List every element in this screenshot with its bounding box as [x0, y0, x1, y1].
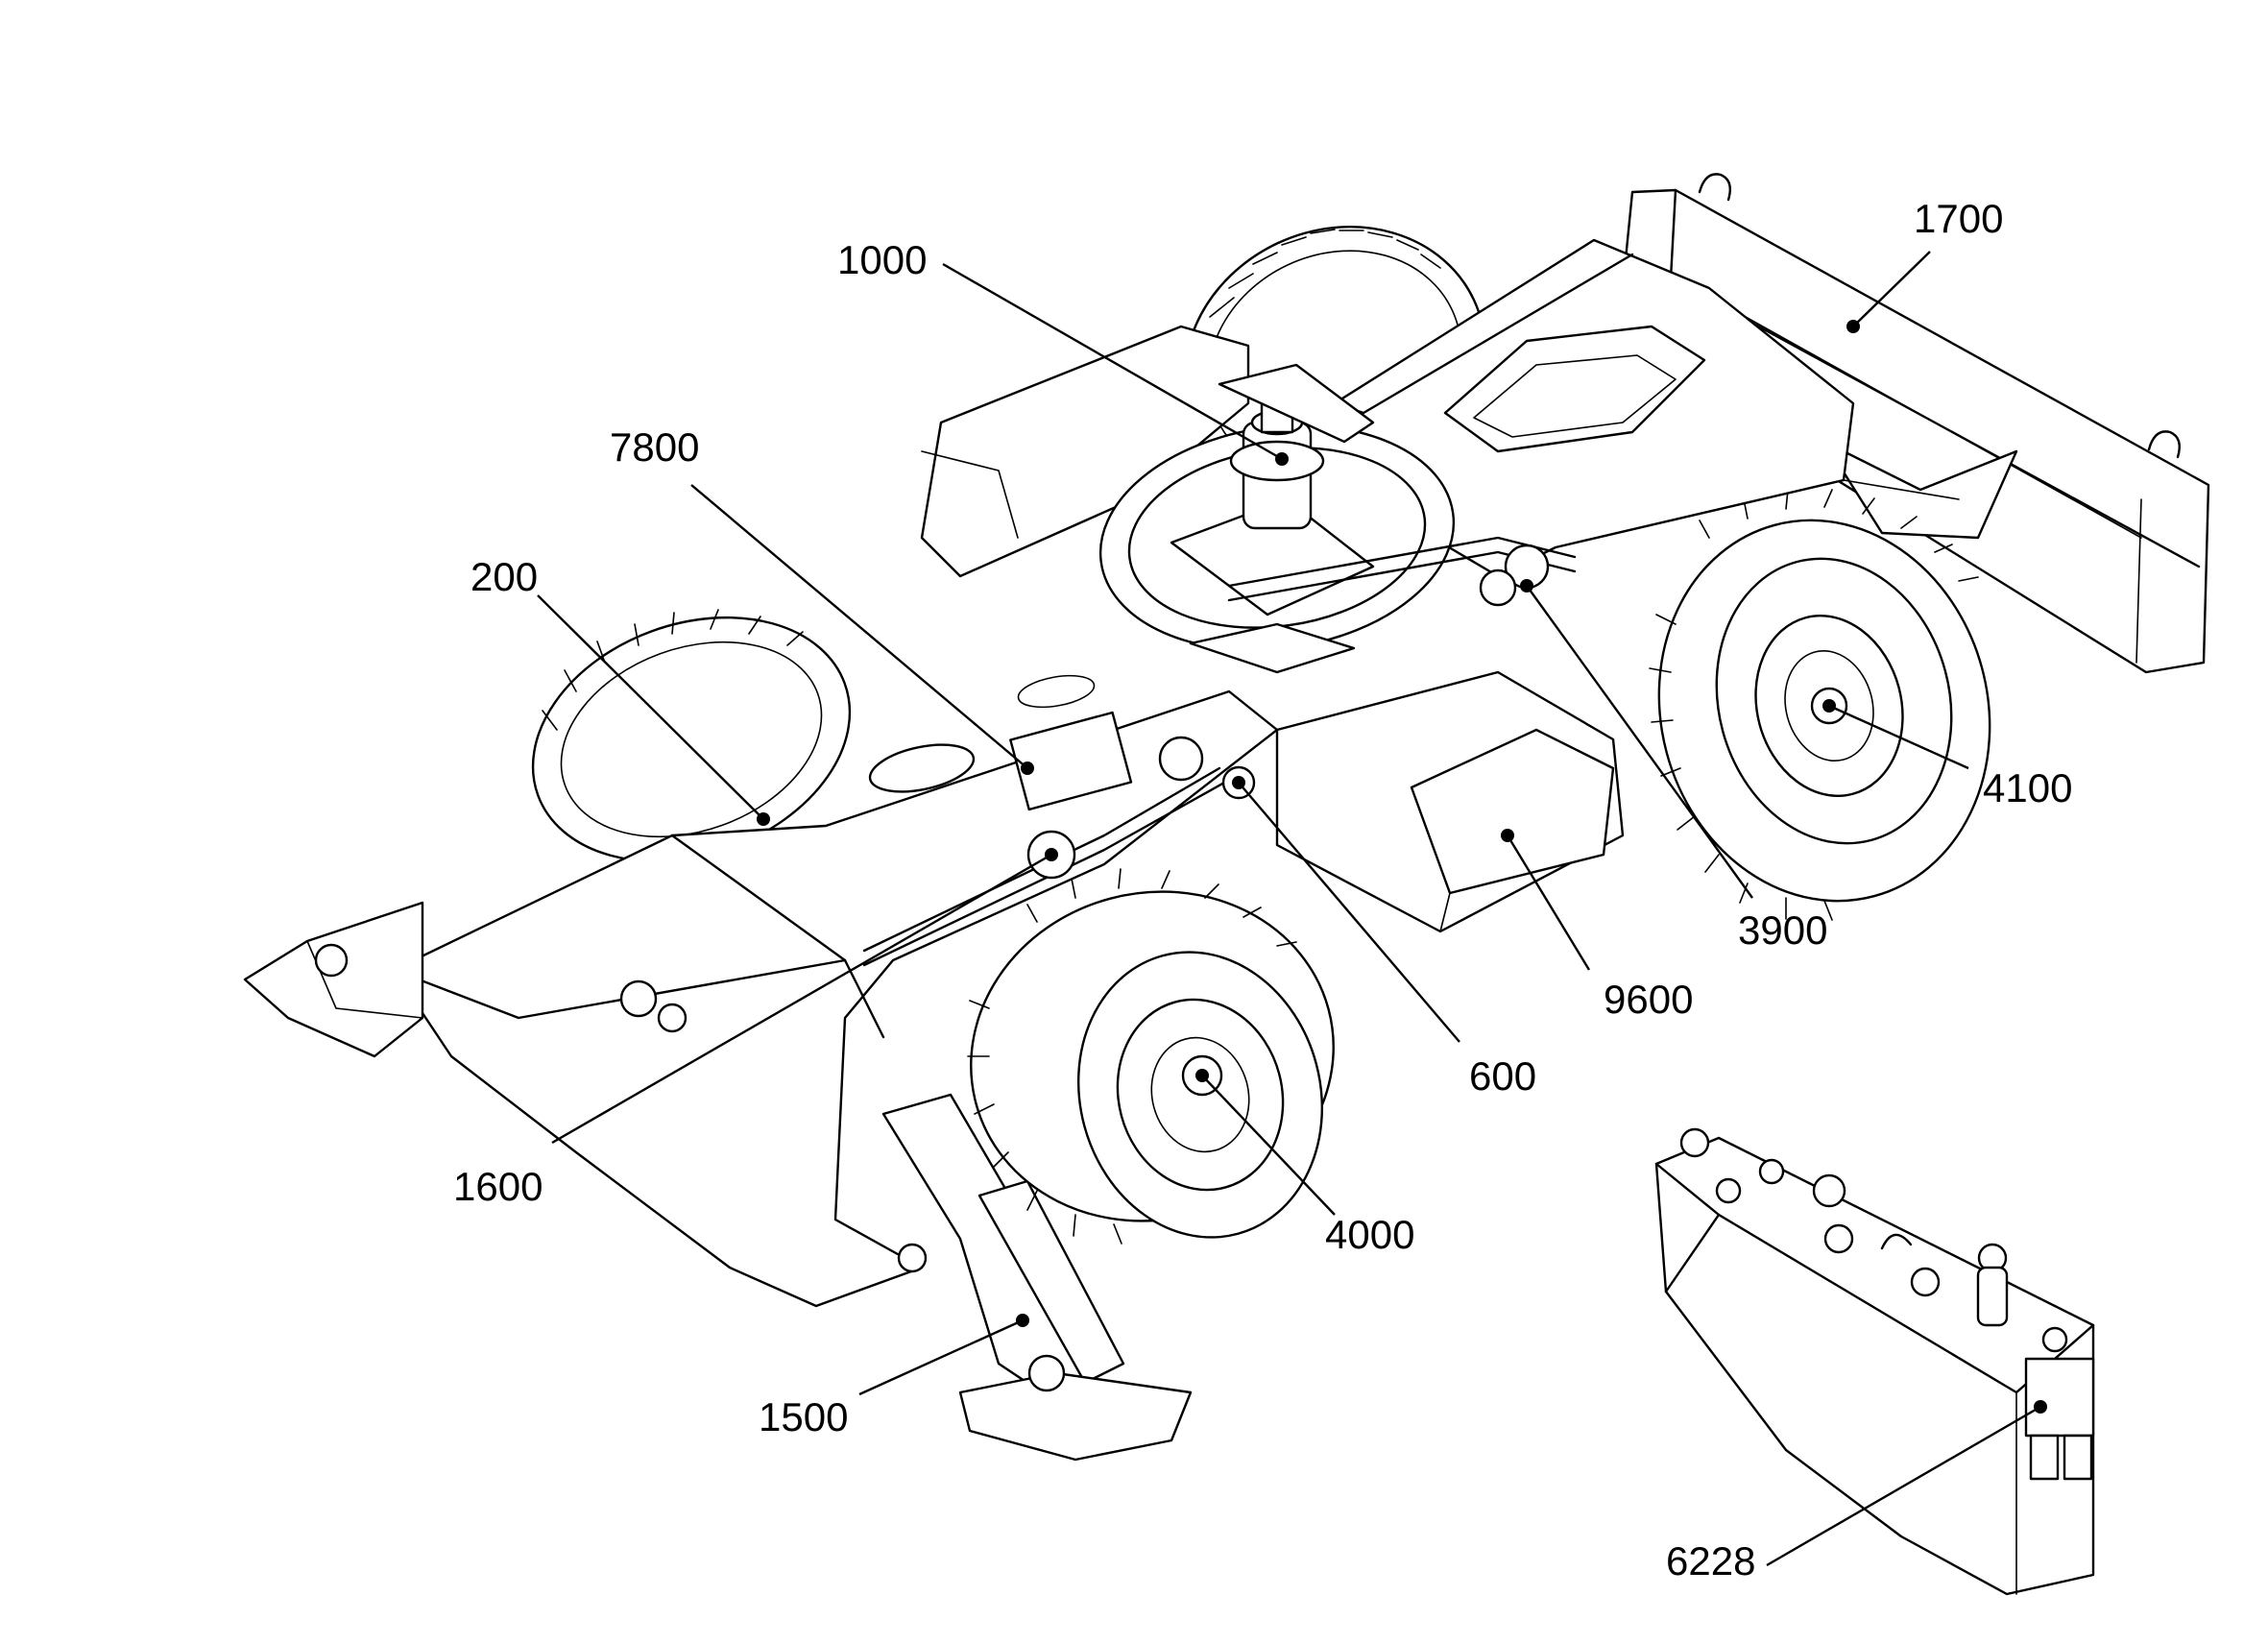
- front-left-tyre: [531, 609, 852, 863]
- callout-1600: 1600: [453, 1164, 543, 1209]
- rear-frame: [920, 238, 1855, 578]
- control-box: [1654, 1127, 2095, 1596]
- slewing-ring: [1098, 363, 1456, 674]
- callout-4000: 4000: [1325, 1212, 1415, 1257]
- callout-9600: 9600: [1604, 977, 1694, 1022]
- callout-7800: 7800: [610, 424, 700, 470]
- callout-4100: 4100: [1983, 765, 2073, 810]
- callout-3900: 3900: [1738, 907, 1828, 953]
- support-leg: [881, 1093, 1193, 1462]
- callout-6228: 6228: [1666, 1538, 1756, 1584]
- drive-shaft-rear: [1227, 536, 1577, 607]
- front-right-tyre: [967, 868, 1335, 1245]
- rear-right-tyre: [1649, 489, 1991, 921]
- callout-1700: 1700: [1914, 196, 2004, 241]
- callout-1500: 1500: [759, 1394, 849, 1439]
- battery-box: [1275, 670, 1625, 933]
- dozer-blade: [1621, 173, 2210, 674]
- callout-1000: 1000: [837, 237, 928, 282]
- leader-lines: [537, 251, 2047, 1567]
- callout-600: 600: [1469, 1053, 1537, 1099]
- callout-200: 200: [470, 554, 539, 599]
